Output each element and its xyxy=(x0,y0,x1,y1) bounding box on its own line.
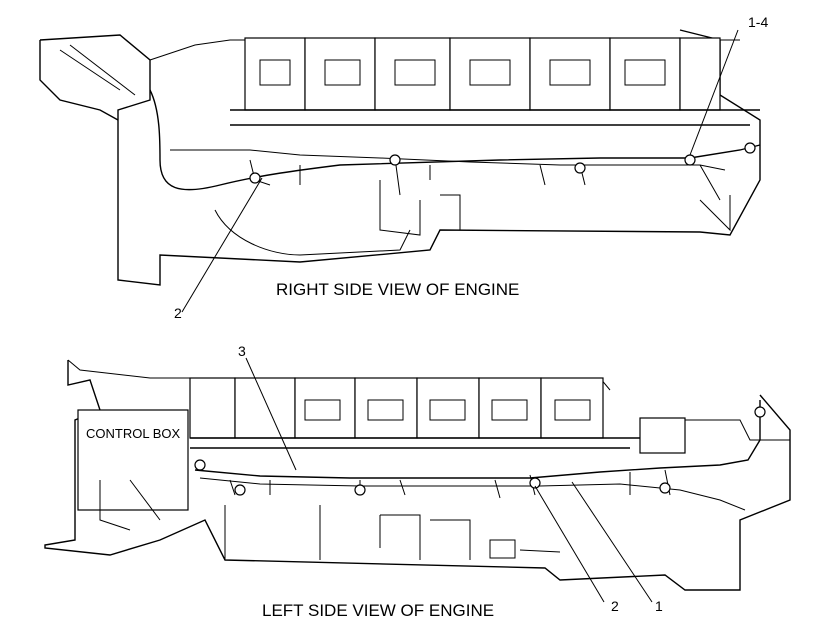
cylinder-heads-right xyxy=(230,37,760,126)
leader-bottom-3 xyxy=(245,357,297,471)
leader-top-1-4 xyxy=(689,29,739,156)
caption-right-side: RIGHT SIDE VIEW OF ENGINE xyxy=(276,280,519,299)
right-side-engine-view xyxy=(39,29,761,313)
callout-bottom-3: 3 xyxy=(238,343,246,359)
control-box xyxy=(77,409,189,511)
left-side-engine-view: CONTROL BOX xyxy=(44,357,791,603)
callout-bottom-1: 1 xyxy=(655,598,663,614)
callout-bottom-2: 2 xyxy=(611,598,619,614)
wiring-harness-left xyxy=(194,400,766,511)
leader-top-2 xyxy=(181,177,263,313)
cylinder-heads-left xyxy=(189,377,640,449)
leader-bottom-1 xyxy=(571,481,653,603)
caption-left-side: LEFT SIDE VIEW OF ENGINE xyxy=(262,601,494,620)
wiring-harness-right xyxy=(149,89,761,201)
control-box-label: CONTROL BOX xyxy=(86,426,180,441)
callout-top-2: 2 xyxy=(174,305,182,321)
callout-top-1-4: 1-4 xyxy=(748,14,768,30)
leader-bottom-2 xyxy=(534,485,605,603)
